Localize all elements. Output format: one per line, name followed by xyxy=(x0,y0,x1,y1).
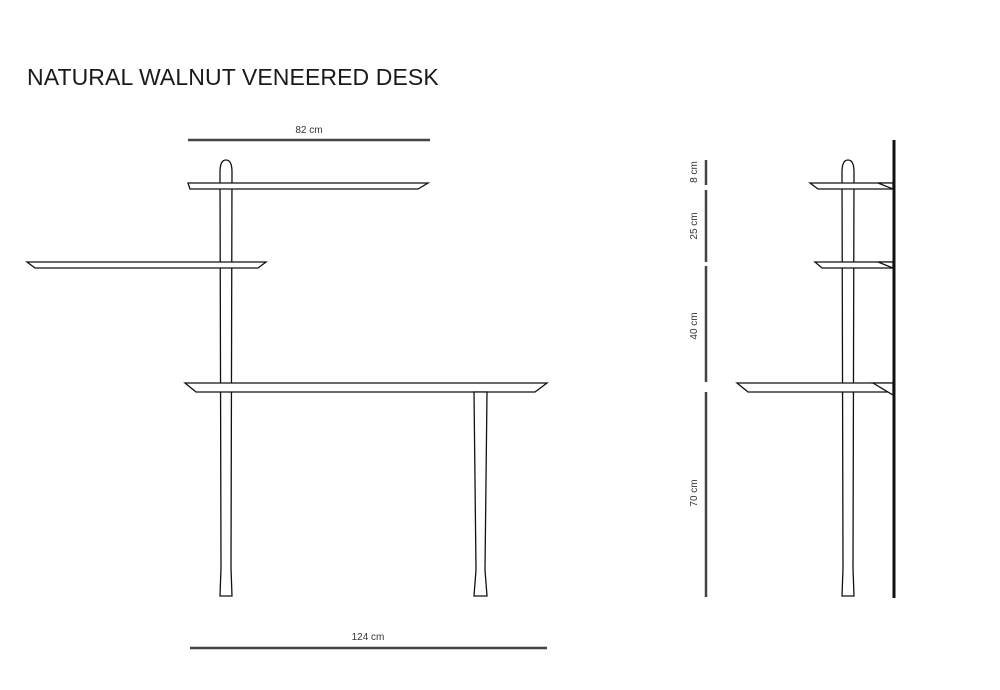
side-view xyxy=(735,140,896,598)
page-title: NATURAL WALNUT VENEERED DESK xyxy=(27,64,439,90)
gap-shelf-label: 25 cm xyxy=(689,212,700,239)
desk-height-label: 70 cm xyxy=(689,479,700,506)
top-shelf xyxy=(187,182,431,190)
side-desk-top xyxy=(735,382,894,393)
side-top-bracket xyxy=(877,182,894,190)
middle-shelf xyxy=(25,261,268,269)
front-view: 82 cm 124 cm xyxy=(25,125,549,650)
gap-middle-label: 40 cm xyxy=(689,312,700,339)
main-post xyxy=(219,159,233,597)
bottom-width-label: 124 cm xyxy=(352,632,385,643)
top-width-label: 82 cm xyxy=(295,125,322,136)
side-post xyxy=(841,159,855,597)
desk-leg xyxy=(473,391,488,597)
gap-top-label: 8 cm xyxy=(689,161,700,183)
height-dimensions: 8 cm 25 cm 40 cm 70 cm xyxy=(689,160,708,597)
side-middle-bracket xyxy=(877,261,894,269)
desk-top xyxy=(183,382,549,393)
side-desk-bracket xyxy=(870,382,894,397)
